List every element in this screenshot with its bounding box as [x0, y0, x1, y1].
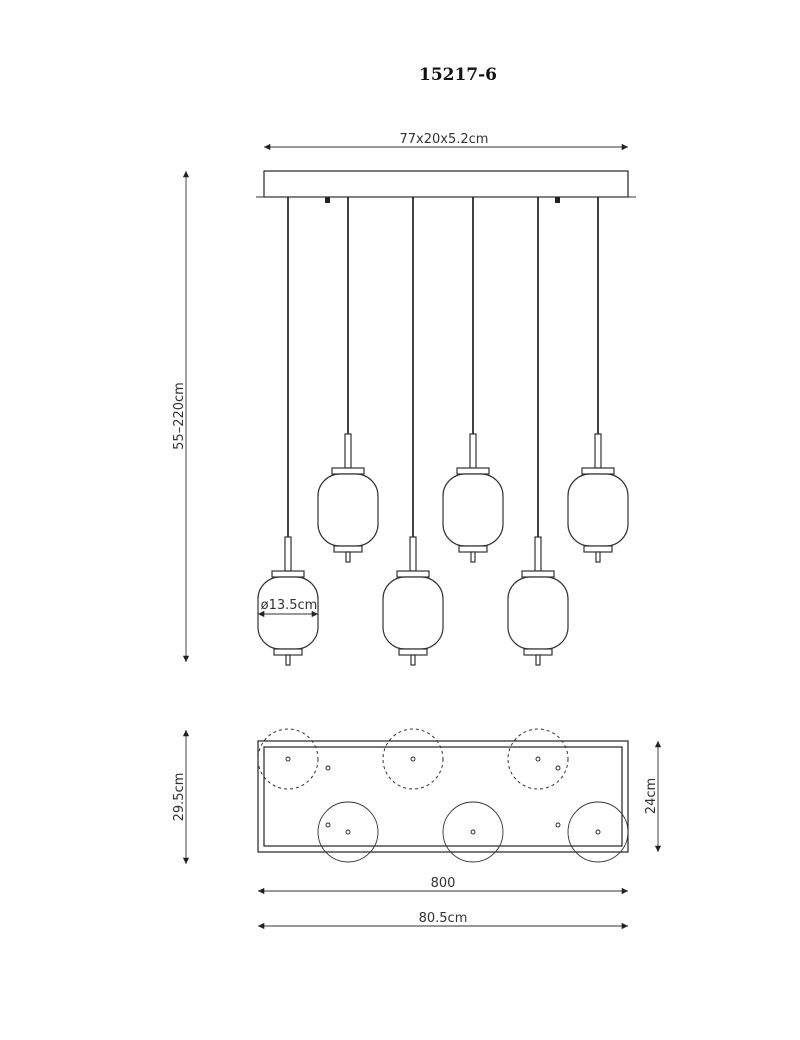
cord-point: [595, 829, 601, 835]
height-dimension-label: 55–220cm: [172, 382, 187, 450]
shade-footprint: [257, 728, 319, 790]
cord-point: [285, 756, 291, 762]
shade-diameter-label: ø13.5cm: [261, 598, 318, 613]
screw-point: [555, 765, 561, 771]
length-inner-label: 800: [431, 876, 456, 891]
canopy-dimension-label: 77x20x5.2cm: [400, 132, 489, 147]
shade-footprint: [442, 801, 504, 863]
cord-point: [470, 829, 476, 835]
canopy-outline-outer: [257, 740, 629, 853]
cord-point: [410, 756, 416, 762]
mount-screw: [325, 197, 330, 203]
pendant-shade: [507, 536, 569, 666]
screw-point: [325, 822, 331, 828]
screw-point: [555, 822, 561, 828]
length-outer-label: 80.5cm: [419, 911, 468, 926]
pendant-shade: [567, 433, 629, 563]
model-title: 15217-6: [419, 65, 497, 85]
depth-inner-label: 24cm: [644, 778, 659, 814]
depth-outer-label: 29.5cm: [172, 773, 187, 822]
mount-screw: [555, 197, 560, 203]
canopy: [263, 170, 629, 198]
pendant-shade: [442, 433, 504, 563]
screw-point: [325, 765, 331, 771]
cord-point: [535, 756, 541, 762]
cord-point: [345, 829, 351, 835]
shade-footprint: [382, 728, 444, 790]
shade-footprint: [317, 801, 379, 863]
shade-footprint: [507, 728, 569, 790]
plan-view: 29.5cm 24cm 800 80.5cm: [172, 728, 662, 930]
pendant-shade: [382, 536, 444, 666]
canopy-outline-inner: [263, 746, 623, 847]
pendant-shade: [317, 433, 379, 563]
elevation-view: 77x20x5.2cm 55–220cm: [172, 132, 636, 666]
shade-footprint: [567, 801, 629, 863]
